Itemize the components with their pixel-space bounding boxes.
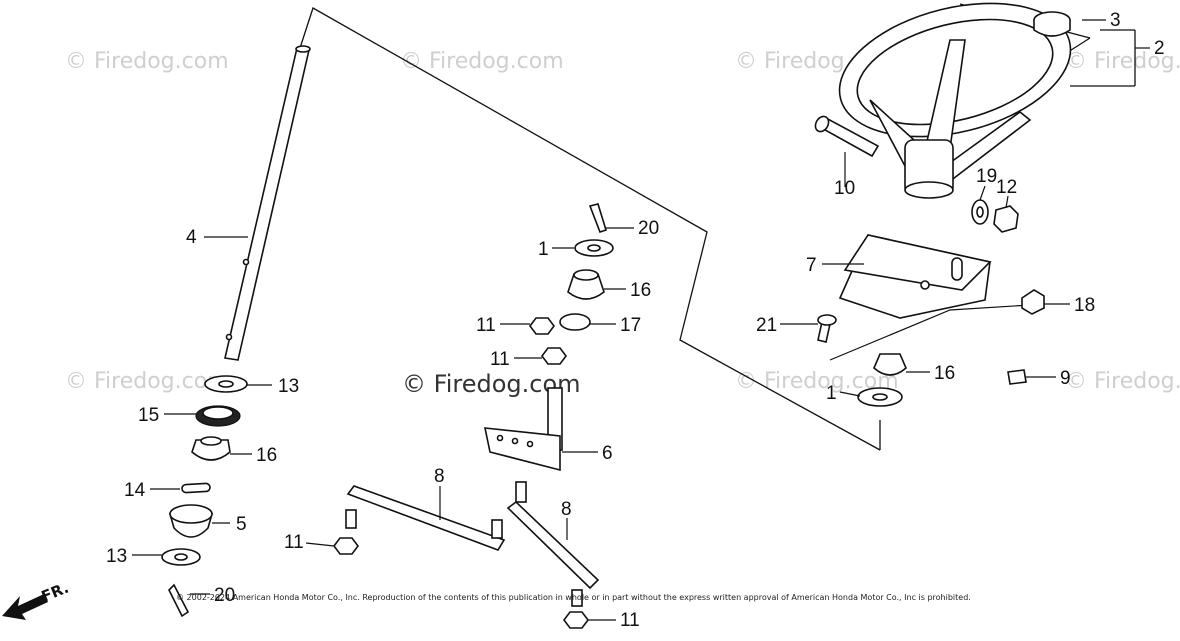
frame-line-top2: [1067, 37, 1091, 53]
sector-gear-hole-2: [511, 437, 519, 445]
nut-11-d: [563, 611, 589, 629]
washer-1-right-hole: [872, 393, 888, 401]
steering-bracket: [829, 234, 1031, 361]
callout-16-right: 16: [934, 363, 955, 384]
bolt-21-head: [817, 314, 837, 326]
callout-11-b: 11: [490, 349, 510, 370]
callout-17: 17: [620, 315, 641, 336]
callout-3: 3: [1110, 10, 1121, 31]
steering-bracket-slot: [951, 257, 963, 281]
callout-8-left: 8: [434, 466, 445, 487]
cotter-pin-20-upper: [588, 203, 607, 234]
bracket-guide-line: [829, 304, 1031, 361]
nut-11-c: [333, 537, 359, 555]
washer-19-hole: [976, 206, 984, 218]
bushing-17: [559, 313, 591, 331]
sector-gear-hole-1: [496, 434, 504, 442]
callout-11-c: 11: [284, 532, 304, 553]
tie-rod-right-stud-lower: [571, 589, 583, 607]
callout-15: 15: [138, 405, 159, 426]
tie-rod-right-stud: [515, 481, 527, 503]
callout-19: 19: [976, 166, 997, 187]
callout-18: 18: [1074, 295, 1095, 316]
tie-rod-right-bar: [506, 500, 600, 590]
callout-2: 2: [1154, 38, 1165, 59]
callout-20-upper: 20: [638, 218, 659, 239]
pin-14: [181, 482, 211, 494]
callout-13-lower: 13: [106, 546, 127, 567]
sector-gear-hole-3: [526, 440, 534, 448]
bushing-16-left: [191, 439, 231, 461]
steering-wheel-hub-bottom: [904, 181, 954, 199]
steering-wheel: [838, 2, 1072, 199]
steering-cap-3-side: [1033, 20, 1071, 37]
callout-13-upper: 13: [278, 376, 299, 397]
callout-9: 9: [1060, 368, 1071, 389]
flange-nut-18: [1021, 289, 1045, 315]
watermark-bottom-left: © Firedog.com: [65, 369, 229, 394]
callout-11-d: 11: [620, 610, 640, 631]
washer-13-upper-hole: [218, 380, 234, 388]
callout-7: 7: [806, 255, 817, 276]
watermark-bottom-edge: © Firedog.com: [1065, 369, 1180, 394]
bushing-15-inner: [202, 406, 234, 420]
steering-shaft-top: [295, 45, 311, 53]
watermark-top-edge: © Firedog.com: [1065, 49, 1180, 74]
front-arrow-icon: [2, 594, 48, 620]
tie-rod-right: [506, 481, 600, 607]
callout-11-a: 11: [476, 315, 496, 336]
leader-11c: [305, 542, 335, 547]
washer-1-center-hole: [587, 244, 601, 252]
callout-1-right: 1: [826, 383, 837, 404]
watermark-top-center: © Firedog.com: [400, 49, 564, 74]
nut-11-b: [541, 347, 567, 365]
callout-20-lower: 20: [214, 585, 235, 606]
bushing-16-left-top: [200, 436, 222, 446]
washer-13-lower-hole: [174, 553, 188, 561]
steering-shaft-hole-upper: [242, 258, 250, 266]
callout-6: 6: [602, 443, 613, 464]
bolt-9: [1007, 369, 1027, 385]
callout-5: 5: [236, 514, 247, 535]
tie-rod-left: [345, 485, 506, 551]
callout-1-center: 1: [538, 239, 549, 260]
callout-12: 12: [996, 177, 1017, 198]
cotter-pin-20-lower: [168, 583, 190, 618]
callout-8-right: 8: [561, 499, 572, 520]
sector-gear-plate: [483, 427, 561, 472]
tie-rod-left-stud-right: [491, 519, 503, 539]
steering-shaft-hole-lower: [225, 333, 233, 341]
leader-1b: [839, 391, 861, 397]
bushing-16-center: [567, 273, 605, 300]
leader-lines: [132, 19, 1150, 621]
callout-16-center: 16: [630, 280, 651, 301]
callout-14: 14: [124, 480, 146, 501]
steering-bracket-hole: [920, 280, 930, 290]
callout-labels: 3 2 4 13 15 16 14 5 13 20 20 1 16 11 17 …: [106, 10, 1165, 631]
bolt-10-head: [814, 115, 830, 133]
tie-rod-left-bar: [346, 485, 506, 551]
front-direction-indicator: FR.: [2, 579, 71, 620]
nut-11-a: [529, 317, 555, 335]
watermark-layer: © Firedog.com © Firedog.com © Firedog.co…: [65, 49, 1180, 398]
callout-4: 4: [186, 227, 197, 248]
bushing-16-right: [873, 353, 907, 376]
tie-rod-left-stud: [345, 509, 357, 529]
sector-gear: [483, 387, 563, 472]
callout-10: 10: [834, 178, 855, 199]
watermark-top-left: © Firedog.com: [65, 49, 229, 74]
gear-5-top: [169, 504, 213, 524]
frame-line-main: [299, 7, 881, 451]
front-label: FR.: [39, 579, 72, 606]
nut-12: [993, 205, 1019, 233]
callout-16-left: 16: [256, 445, 277, 466]
steering-shaft: [224, 45, 311, 361]
copyright-notice: © 2002-2024 American Honda Motor Co., In…: [176, 593, 971, 602]
bushing-16-center-top: [573, 269, 599, 281]
steering-shaft-body: [224, 47, 310, 361]
callout-21: 21: [756, 315, 777, 336]
leader-19: [979, 185, 986, 201]
leader-12: [1005, 195, 1009, 209]
